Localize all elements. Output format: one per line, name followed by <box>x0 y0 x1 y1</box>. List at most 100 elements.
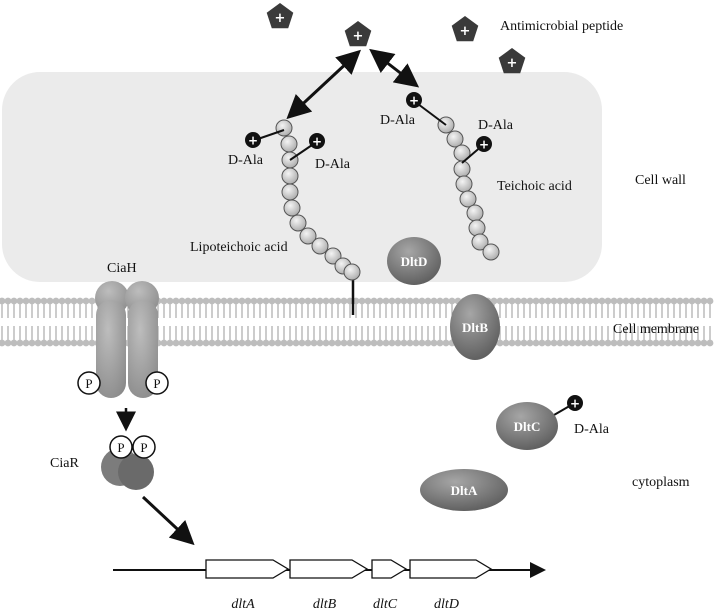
peptide-charge-label: + <box>353 29 364 44</box>
membrane-head-inner <box>214 339 222 347</box>
membrane-head-inner <box>586 339 594 347</box>
membrane-head-inner <box>688 339 696 347</box>
membrane-head-outer <box>616 297 624 305</box>
membrane-head-inner <box>244 339 252 347</box>
membrane-head-outer <box>298 297 306 305</box>
membrane-head-inner <box>442 339 450 347</box>
membrane-head-inner <box>616 339 624 347</box>
glycerol-phosphate-bead <box>280 135 298 153</box>
membrane-head-outer <box>448 297 456 305</box>
peptide-charge-label: + <box>507 56 518 71</box>
glycerol-phosphate-bead <box>482 243 500 261</box>
membrane-head-outer <box>316 297 324 305</box>
membrane-head-outer <box>304 297 312 305</box>
membrane-head-inner <box>46 339 54 347</box>
membrane-head-outer <box>550 297 558 305</box>
cytoplasm-label: cytoplasm <box>632 475 690 490</box>
membrane-head-inner <box>310 339 318 347</box>
membrane-head-outer <box>166 297 174 305</box>
membrane-head-outer <box>292 297 300 305</box>
antimicrobial-peptide-icon: + <box>451 16 479 42</box>
membrane-head-outer <box>586 297 594 305</box>
membrane-head-inner <box>646 339 654 347</box>
membrane-head-outer <box>610 297 618 305</box>
membrane-head-inner <box>70 339 78 347</box>
membrane-head-inner <box>64 339 72 347</box>
membrane-head-inner <box>250 339 258 347</box>
membrane-head-outer <box>10 297 18 305</box>
membrane-head-inner <box>16 339 24 347</box>
membrane-head-inner <box>430 339 438 347</box>
membrane-head-outer <box>64 297 72 305</box>
membrane-head-outer <box>256 297 264 305</box>
membrane-head-outer <box>322 297 330 305</box>
membrane-head-outer <box>4 297 12 305</box>
membrane-head-inner <box>292 339 300 347</box>
glycerol-phosphate-bead <box>466 204 484 222</box>
membrane-head-inner <box>160 339 168 347</box>
dlta-protein-label: DltA <box>451 483 478 498</box>
membrane-head-inner <box>628 339 636 347</box>
membrane-head-outer <box>604 297 612 305</box>
membrane-head-outer <box>568 297 576 305</box>
membrane-head-outer <box>0 297 6 305</box>
membrane-head-inner <box>196 339 204 347</box>
glycerol-phosphate-bead <box>343 263 361 281</box>
ciah-phospho-right-label: P <box>153 376 160 391</box>
membrane-head-outer <box>652 297 660 305</box>
membrane-head-outer <box>16 297 24 305</box>
ciah-phospho-left: P <box>77 371 101 395</box>
membrane-head-inner <box>226 339 234 347</box>
membrane-head-inner <box>4 339 12 347</box>
membrane-head-outer <box>328 297 336 305</box>
membrane-head-outer <box>688 297 696 305</box>
membrane-head-inner <box>76 339 84 347</box>
membrane-head-outer <box>232 297 240 305</box>
membrane-head-inner <box>340 339 348 347</box>
membrane-head-outer <box>412 297 420 305</box>
membrane-head-outer <box>358 297 366 305</box>
membrane-head-inner <box>88 339 96 347</box>
membrane-head-inner <box>352 339 360 347</box>
ciar-phospho-left-label: P <box>117 440 124 455</box>
membrane-head-outer <box>370 297 378 305</box>
membrane-head-inner <box>274 339 282 347</box>
gene-dltA: dltA <box>205 559 290 609</box>
membrane-head-outer <box>532 297 540 305</box>
membrane-head-outer <box>280 297 288 305</box>
membrane-head-outer <box>34 297 42 305</box>
membrane-head-inner <box>370 339 378 347</box>
membrane-head-inner <box>622 339 630 347</box>
membrane-head-inner <box>256 339 264 347</box>
d-ala-label-lta-1: D-Ala <box>228 153 264 168</box>
ciar-phospho-right-label: P <box>140 440 147 455</box>
membrane-head-inner <box>280 339 288 347</box>
membrane-head-inner <box>520 339 528 347</box>
membrane-head-inner <box>652 339 660 347</box>
gene-dltB: dltB <box>289 559 369 609</box>
membrane-head-inner <box>664 339 672 347</box>
membrane-head-outer <box>184 297 192 305</box>
membrane-head-outer <box>514 297 522 305</box>
membrane-head-inner <box>346 339 354 347</box>
membrane-head-outer <box>70 297 78 305</box>
glycerol-phosphate-bead <box>453 160 471 178</box>
membrane-head-outer <box>574 297 582 305</box>
membrane-head-inner <box>82 339 90 347</box>
membrane-head-inner <box>598 339 606 347</box>
membrane-head-inner <box>658 339 666 347</box>
teichoic-acid-chain <box>437 116 500 261</box>
membrane-head-outer <box>340 297 348 305</box>
membrane-head-inner <box>556 339 564 347</box>
membrane-head-outer <box>22 297 30 305</box>
antimicrobial-peptide-icon: + <box>498 48 526 74</box>
glycerol-phosphate-bead <box>455 175 473 193</box>
membrane-head-inner <box>694 339 702 347</box>
membrane-head-inner <box>382 339 390 347</box>
membrane-head-inner <box>316 339 324 347</box>
membrane-head-outer <box>214 297 222 305</box>
membrane-head-outer <box>190 297 198 305</box>
membrane-head-outer <box>250 297 258 305</box>
glycerol-phosphate-bead <box>446 130 464 148</box>
